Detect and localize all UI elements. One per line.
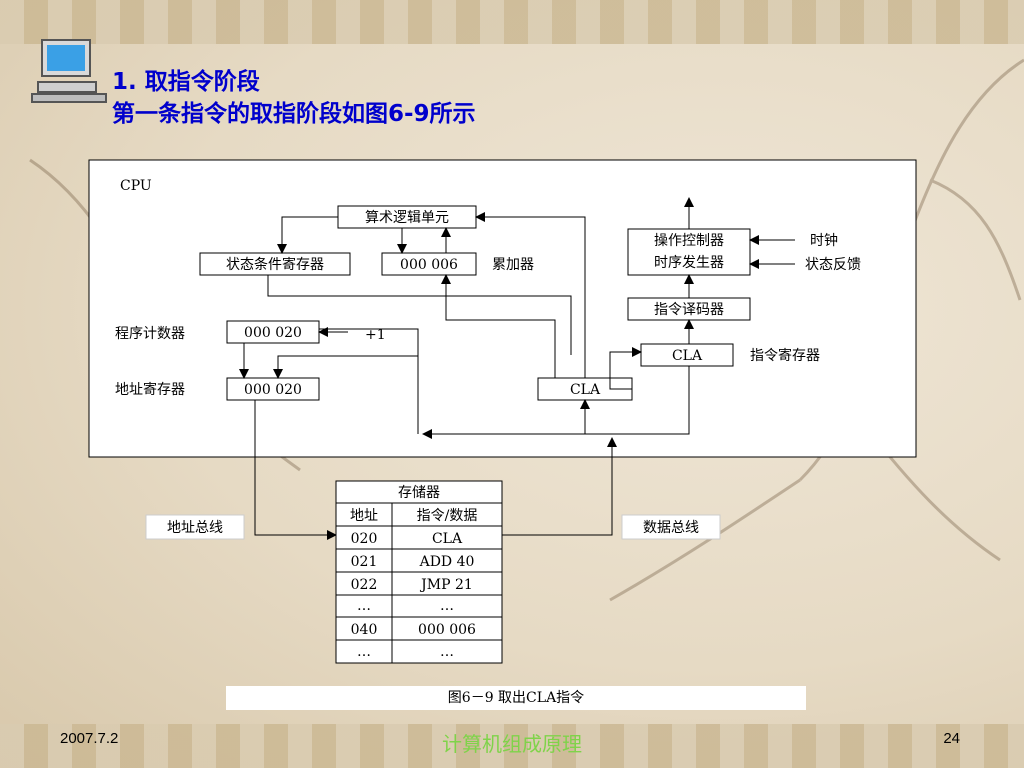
cpu-box <box>88 159 917 458</box>
accumulator-box <box>381 252 477 276</box>
status-feedback-label: 状态反馈 <box>805 257 861 273</box>
controller-box <box>627 228 751 276</box>
alu-label: 算术逻辑单元 <box>365 210 449 226</box>
decoder-label: 指令译码器 <box>654 302 724 318</box>
data-buffer-value: CLA <box>570 382 601 398</box>
memory-row-content: ADD 40 <box>419 554 475 570</box>
memory-row-address: … <box>357 598 371 614</box>
ar-label: 地址寄存器 <box>115 381 185 398</box>
pc-label: 程序计数器 <box>115 326 185 342</box>
memory-row-content: JMP 21 <box>419 577 473 593</box>
title-line-1: 1. 取指令阶段 <box>112 69 260 95</box>
connection-lines <box>239 197 795 540</box>
memory-row-content: … <box>440 644 454 660</box>
footer-date: 2007.7.2 <box>60 730 119 747</box>
memory-row-address: … <box>357 644 371 660</box>
controller-line-2: 时序发生器 <box>654 255 724 271</box>
memory-row-address: 021 <box>351 554 378 570</box>
accumulator-label: 累加器 <box>492 257 534 273</box>
accumulator-value: 000 006 <box>400 257 458 273</box>
decorative-top-band <box>0 0 1024 44</box>
cpu-label: CPU <box>120 178 152 194</box>
decorative-bottom-band <box>0 724 1024 768</box>
memory-header-content: 指令/数据 <box>417 508 478 524</box>
memory-row-content: … <box>440 598 454 614</box>
memory-row-address: 040 <box>351 622 378 638</box>
instruction-register-label: 指令寄存器 <box>750 347 820 364</box>
footer-course-title: 计算机组成原理 <box>442 732 582 756</box>
data-bus-label: 数据总线 <box>643 520 699 536</box>
computer-icon <box>31 39 107 103</box>
memory-header-address: 地址 <box>350 508 378 524</box>
memory-table: 存储器 地址 指令/数据 020 CLA 021 ADD 40 022 JMP … <box>335 480 503 664</box>
memory-row-content: CLA <box>432 531 463 547</box>
memory-row-address: 022 <box>351 577 378 593</box>
data-bus-box <box>621 514 721 540</box>
instruction-register-value: CLA <box>672 348 703 364</box>
pc-value: 000 020 <box>244 325 302 341</box>
clock-label: 时钟 <box>810 232 838 249</box>
status-register-label: 状态条件寄存器 <box>226 256 324 273</box>
address-bus-label: 地址总线 <box>167 520 223 536</box>
slide-title: 1. 取指令阶段 第一条指令的取指阶段如图6-9所示 <box>112 66 476 130</box>
controller-line-1: 操作控制器 <box>654 233 724 249</box>
plus-one-label: +1 <box>365 327 386 343</box>
status-register-box <box>199 252 351 276</box>
page-number: 24 <box>943 730 960 747</box>
ar-value: 000 020 <box>244 382 302 398</box>
figure-caption: 图6－9 取出CLA指令 <box>226 686 806 710</box>
memory-title: 存储器 <box>398 485 440 501</box>
memory-row-address: 020 <box>351 531 378 547</box>
address-bus-box <box>145 514 245 540</box>
title-line-2: 第一条指令的取指阶段如图6-9所示 <box>112 101 476 127</box>
memory-row-content: 000 006 <box>418 622 476 638</box>
